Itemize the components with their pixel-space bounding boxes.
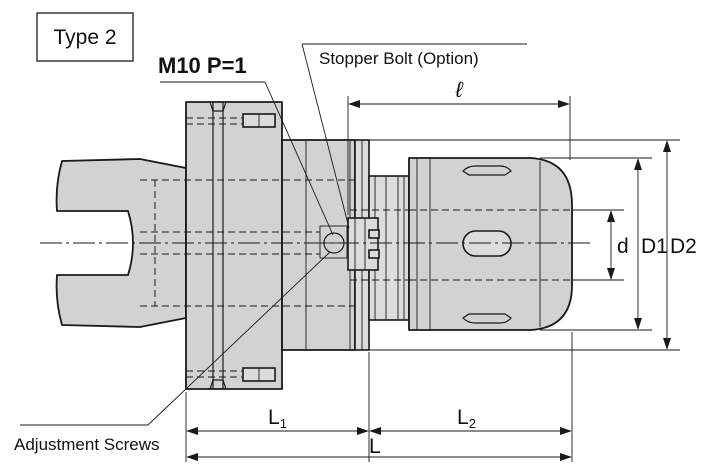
stopper-bolt [347, 217, 380, 271]
dimension-effective-length: ℓ [347, 77, 571, 215]
stopper-bolt-callout: Stopper Bolt (Option) [301, 43, 527, 229]
hidden-bores [140, 179, 572, 307]
type-label: Type 2 [53, 26, 116, 49]
outer-diameter-1-label: D1 [641, 235, 668, 258]
outer-diameter-2-label: D2 [670, 235, 697, 258]
adjustment-screws-label: Adjustment Screws [14, 435, 160, 454]
rear-tang [55, 158, 187, 328]
dimension-outer-diameter-1: D1 [540, 157, 668, 331]
effective-length-label: ℓ [454, 77, 463, 102]
holder-body [55, 101, 573, 390]
flange-details [186, 101, 283, 390]
inner-diameter-label: d [617, 235, 629, 258]
total-length-label: L [369, 435, 381, 458]
adjustment-screws-callout: Adjustment Screws [14, 251, 331, 454]
dimension-outer-diameter-2: D2 [369, 139, 697, 351]
flange [185, 101, 283, 390]
type-label-box: Type 2 [36, 12, 134, 62]
neck [281, 139, 356, 351]
thread-label: M10 P=1 [158, 53, 247, 78]
length-2-label: L2 [457, 406, 476, 431]
dimension-inner-diameter: d [572, 209, 629, 281]
stopper-bolt-label: Stopper Bolt (Option) [319, 49, 479, 68]
thread-callout: M10 P=1 [158, 53, 334, 236]
length-1-label: L1 [268, 406, 287, 431]
dimension-lengths: L1 L2 L [185, 332, 573, 462]
